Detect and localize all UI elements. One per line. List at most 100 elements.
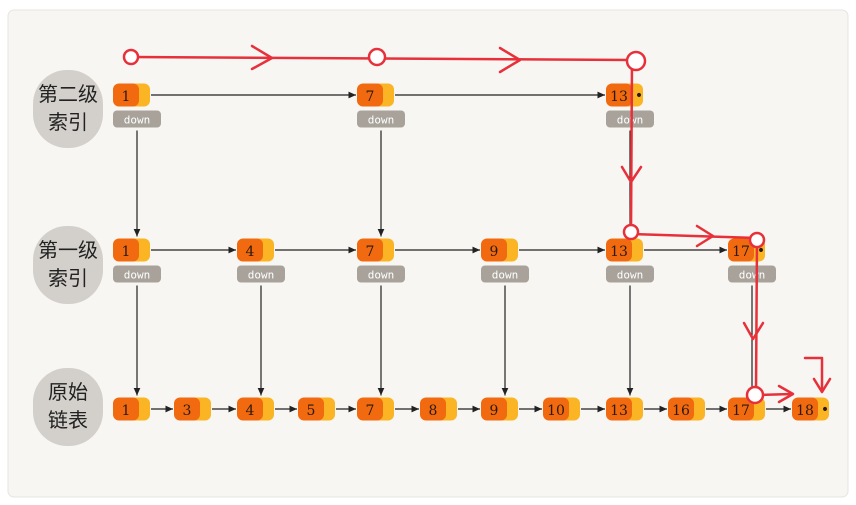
search-path-arrow-2 bbox=[498, 46, 522, 74]
node-value-box bbox=[668, 397, 694, 421]
node-value: 18 bbox=[796, 403, 814, 419]
node-value: 10 bbox=[547, 403, 565, 419]
search-path-arrow-3 bbox=[620, 165, 643, 184]
search-path-arrow-5 bbox=[742, 321, 765, 341]
node-original-5: 5 bbox=[298, 397, 335, 421]
node-value-box bbox=[113, 83, 139, 107]
down-pointer-box bbox=[606, 265, 654, 283]
node-original-4: 4 bbox=[237, 397, 274, 421]
null-pointer-mark: • bbox=[757, 243, 765, 259]
down-pointer-box bbox=[113, 265, 161, 283]
down-pointer-box bbox=[357, 110, 405, 128]
down-pointer-box bbox=[237, 265, 285, 283]
node-level1-4: 4 down bbox=[237, 238, 285, 283]
search-path-final-stroke bbox=[803, 356, 824, 392]
node-value: 9 bbox=[490, 403, 499, 419]
search-path-arrow-4 bbox=[695, 224, 715, 248]
search-path bbox=[122, 44, 832, 405]
level-label-original-line1: 原始 bbox=[48, 380, 88, 404]
node-original-1: 1 bbox=[113, 397, 150, 421]
node-value-box bbox=[237, 397, 263, 421]
level-label-original: 原始 链表 bbox=[33, 368, 103, 446]
search-path-corner-circle-4 bbox=[745, 385, 765, 405]
node-value: 1 bbox=[122, 244, 131, 260]
search-path-down-2 bbox=[754, 236, 759, 397]
node-original-18: 18 • bbox=[792, 397, 829, 421]
down-label: down bbox=[739, 269, 766, 282]
node-value: 1 bbox=[122, 403, 131, 419]
node-value: 3 bbox=[183, 403, 192, 419]
node-value: 13 bbox=[610, 403, 628, 419]
node-value-box bbox=[357, 83, 383, 107]
node-value-box bbox=[606, 83, 632, 107]
search-path-down-1 bbox=[629, 58, 634, 234]
down-pointer-box bbox=[606, 110, 654, 128]
level-label-original-line2: 链表 bbox=[48, 408, 88, 432]
node-value-box bbox=[481, 238, 507, 262]
down-pointer-box bbox=[113, 110, 161, 128]
node-value-box bbox=[174, 397, 200, 421]
node-value-box bbox=[481, 397, 507, 421]
down-label: down bbox=[617, 114, 644, 127]
node-original-8: 8 bbox=[420, 397, 457, 421]
node-level1-13: 13 down bbox=[606, 238, 654, 283]
down-label: down bbox=[124, 114, 151, 127]
node-original-13: 13 bbox=[606, 397, 643, 421]
node-value-box bbox=[237, 238, 263, 262]
node-value: 13 bbox=[610, 244, 628, 260]
node-value-box bbox=[728, 238, 754, 262]
search-path-arrow-6 bbox=[777, 384, 795, 404]
search-path-mid-line bbox=[629, 232, 759, 240]
node-value: 4 bbox=[246, 244, 255, 260]
down-label: down bbox=[248, 269, 275, 282]
down-pointer-box bbox=[728, 265, 776, 283]
node-value: 4 bbox=[246, 403, 255, 419]
node-original-7: 7 bbox=[357, 397, 394, 421]
node-level1-1: 1 down bbox=[113, 238, 161, 283]
down-label: down bbox=[124, 269, 151, 282]
node-value-box bbox=[606, 397, 632, 421]
level-label-level1: 第一级 索引 bbox=[33, 226, 103, 304]
node-original-16: 16 bbox=[668, 397, 705, 421]
down-label: down bbox=[368, 114, 395, 127]
node-value: 17 bbox=[732, 403, 750, 419]
node-value: 7 bbox=[366, 244, 375, 260]
node-level2-7: 7 down bbox=[357, 83, 405, 128]
node-value: 7 bbox=[366, 89, 375, 105]
nodes-layer: 1down7down13•down1down4down7down9down13d… bbox=[113, 83, 829, 421]
down-label: down bbox=[492, 269, 519, 282]
null-pointer-mark: • bbox=[635, 88, 643, 104]
node-value-box bbox=[357, 238, 383, 262]
node-value: 9 bbox=[490, 244, 499, 260]
search-path-corner-circle-2 bbox=[622, 223, 640, 241]
node-value-box bbox=[113, 238, 139, 262]
node-level1-7: 7 down bbox=[357, 238, 405, 283]
down-pointer-box bbox=[357, 265, 405, 283]
search-path-corner-circle-3 bbox=[748, 231, 766, 249]
node-value: 7 bbox=[366, 403, 375, 419]
node-value: 1 bbox=[122, 89, 131, 105]
node-value: 16 bbox=[672, 403, 690, 419]
node-value-box bbox=[420, 397, 446, 421]
down-label: down bbox=[617, 269, 644, 282]
node-value: 13 bbox=[610, 89, 628, 105]
node-original-3: 3 bbox=[174, 397, 211, 421]
node-value: 5 bbox=[307, 403, 316, 419]
search-path-arrow-1 bbox=[250, 44, 274, 71]
level-label-level2: 第二级 索引 bbox=[33, 70, 103, 148]
node-value-box bbox=[792, 397, 818, 421]
level-label-level2-line2: 索引 bbox=[48, 110, 88, 134]
search-path-final-arrow bbox=[812, 377, 832, 394]
level-label-level1-line2: 索引 bbox=[48, 266, 88, 290]
diagram-panel bbox=[7, 9, 849, 498]
node-value: 17 bbox=[732, 244, 750, 260]
null-pointer-mark: • bbox=[821, 402, 829, 418]
down-pointer-box bbox=[481, 265, 529, 283]
node-value-box bbox=[728, 397, 754, 421]
node-original-10: 10 bbox=[543, 397, 580, 421]
search-path-mid-circle bbox=[367, 47, 387, 67]
node-value-box bbox=[606, 238, 632, 262]
level-label-level2-line1: 第二级 bbox=[38, 82, 98, 106]
down-label: down bbox=[368, 269, 395, 282]
